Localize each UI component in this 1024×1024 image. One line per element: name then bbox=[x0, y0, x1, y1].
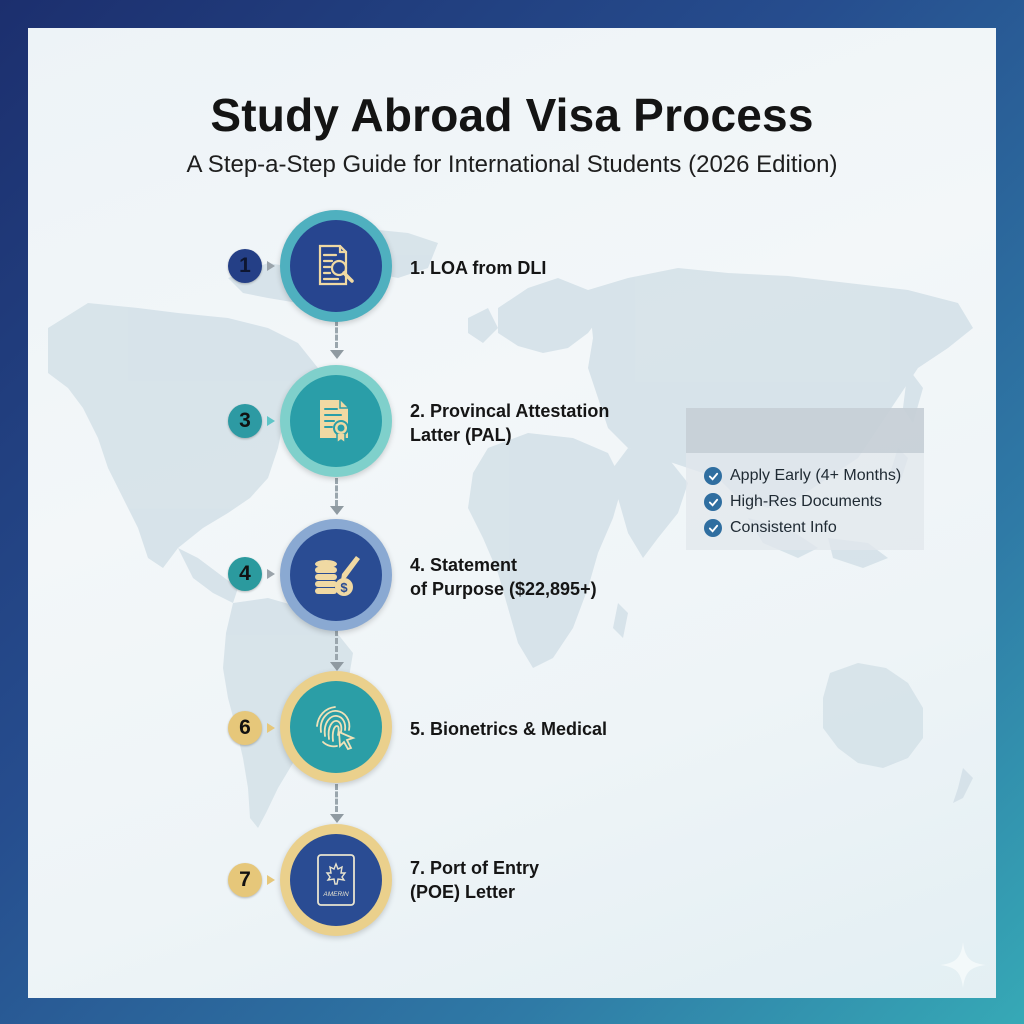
step-label-line: 5. Bionetrics & Medical bbox=[410, 719, 608, 739]
step-connector bbox=[335, 320, 338, 348]
step-icon-ring: AMERIN bbox=[280, 824, 392, 936]
step-label: 2. Provincal Attestation Latter (PAL) bbox=[410, 399, 609, 447]
step-icon-ring bbox=[280, 365, 392, 477]
step-icon-core: AMERIN bbox=[290, 834, 382, 926]
check-circle-icon bbox=[704, 467, 722, 485]
tips-list: Apply Early (4+ Months) High-Res Documen… bbox=[686, 453, 924, 541]
step-label-line: 7. Port of Entry bbox=[410, 858, 540, 878]
step-3: 4 $ 4. Statement bbox=[28, 519, 996, 639]
sparkle-icon bbox=[940, 942, 986, 988]
tip-text: High-Res Documents bbox=[730, 493, 883, 510]
step-connector bbox=[335, 630, 338, 660]
step-number-badge: 4 bbox=[228, 557, 262, 591]
page-subtitle: A Step-a-Step Guide for International St… bbox=[186, 151, 838, 178]
step-icon-core bbox=[290, 681, 382, 773]
tip-item: Apply Early (4+ Months) bbox=[704, 463, 924, 489]
tips-panel: Apply Early (4+ Months) High-Res Documen… bbox=[686, 408, 924, 550]
step-label-line: 2. Provincal Attestation bbox=[410, 401, 610, 421]
document-search-icon bbox=[318, 244, 354, 286]
infographic-panel: Study Abroad Visa Process A Step-a-Step … bbox=[28, 28, 996, 998]
check-circle-icon bbox=[704, 519, 722, 537]
step-number-badge: 1 bbox=[228, 249, 262, 283]
step-label-line: (POE) Letter bbox=[410, 882, 516, 902]
badge-arrow-icon bbox=[267, 875, 275, 885]
step-label: 4. Statement of Purpose ($22,895+) bbox=[410, 553, 597, 601]
step-1: 1 1. LOA from DLI bbox=[28, 210, 996, 330]
step-2: 3 2. Provinca bbox=[28, 365, 996, 485]
svg-text:AMERIN: AMERIN bbox=[322, 891, 349, 898]
step-number-badge: 7 bbox=[228, 863, 262, 897]
badge-arrow-icon bbox=[267, 723, 275, 733]
step-icon-ring bbox=[280, 210, 392, 322]
step-icon-core: $ bbox=[290, 529, 382, 621]
coins-pen-icon: $ bbox=[315, 556, 360, 596]
tip-item: Consistent Info bbox=[704, 515, 924, 541]
certificate-document-icon bbox=[320, 400, 349, 445]
passport-maple-leaf-icon: AMERIN bbox=[317, 854, 355, 906]
badge-arrow-icon bbox=[267, 569, 275, 579]
fingerprint-cursor-icon bbox=[316, 706, 356, 751]
step-connector bbox=[335, 478, 338, 506]
connector-arrow-icon bbox=[330, 662, 344, 671]
step-icon-ring bbox=[280, 671, 392, 783]
connector-arrow-icon bbox=[330, 350, 344, 359]
step-label: 7. Port of Entry (POE) Letter bbox=[410, 856, 539, 904]
step-label-line: of Purpose ($22,895+) bbox=[410, 579, 597, 599]
step-5: 7 AMERIN 7. Port of Entry (POE) Letter bbox=[28, 824, 996, 944]
step-number-badge: 6 bbox=[228, 711, 262, 745]
connector-arrow-icon bbox=[330, 506, 344, 515]
check-circle-icon bbox=[704, 493, 722, 511]
badge-arrow-icon bbox=[267, 416, 275, 426]
step-label: 5. Bionetrics & Medical bbox=[410, 717, 607, 741]
step-label-line: Latter (PAL) bbox=[410, 425, 512, 445]
step-label-line: 1. LOA from DLI bbox=[410, 258, 547, 278]
svg-text:$: $ bbox=[340, 580, 348, 595]
tips-header bbox=[686, 408, 924, 453]
step-4: 6 5. Bionetrics & Medical bbox=[28, 671, 996, 791]
badge-arrow-icon bbox=[267, 261, 275, 271]
connector-arrow-icon bbox=[330, 814, 344, 823]
page-title: Study Abroad Visa Process bbox=[210, 89, 814, 141]
step-icon-core bbox=[290, 375, 382, 467]
step-label: 1. LOA from DLI bbox=[410, 256, 546, 280]
tip-text: Apply Early (4+ Months) bbox=[730, 467, 902, 484]
step-icon-core bbox=[290, 220, 382, 312]
step-label-line: 4. Statement bbox=[410, 555, 518, 575]
tip-item: High-Res Documents bbox=[704, 489, 924, 515]
tip-text: Consistent Info bbox=[730, 519, 837, 536]
step-number-badge: 3 bbox=[228, 404, 262, 438]
step-connector bbox=[335, 784, 338, 812]
step-icon-ring: $ bbox=[280, 519, 392, 631]
